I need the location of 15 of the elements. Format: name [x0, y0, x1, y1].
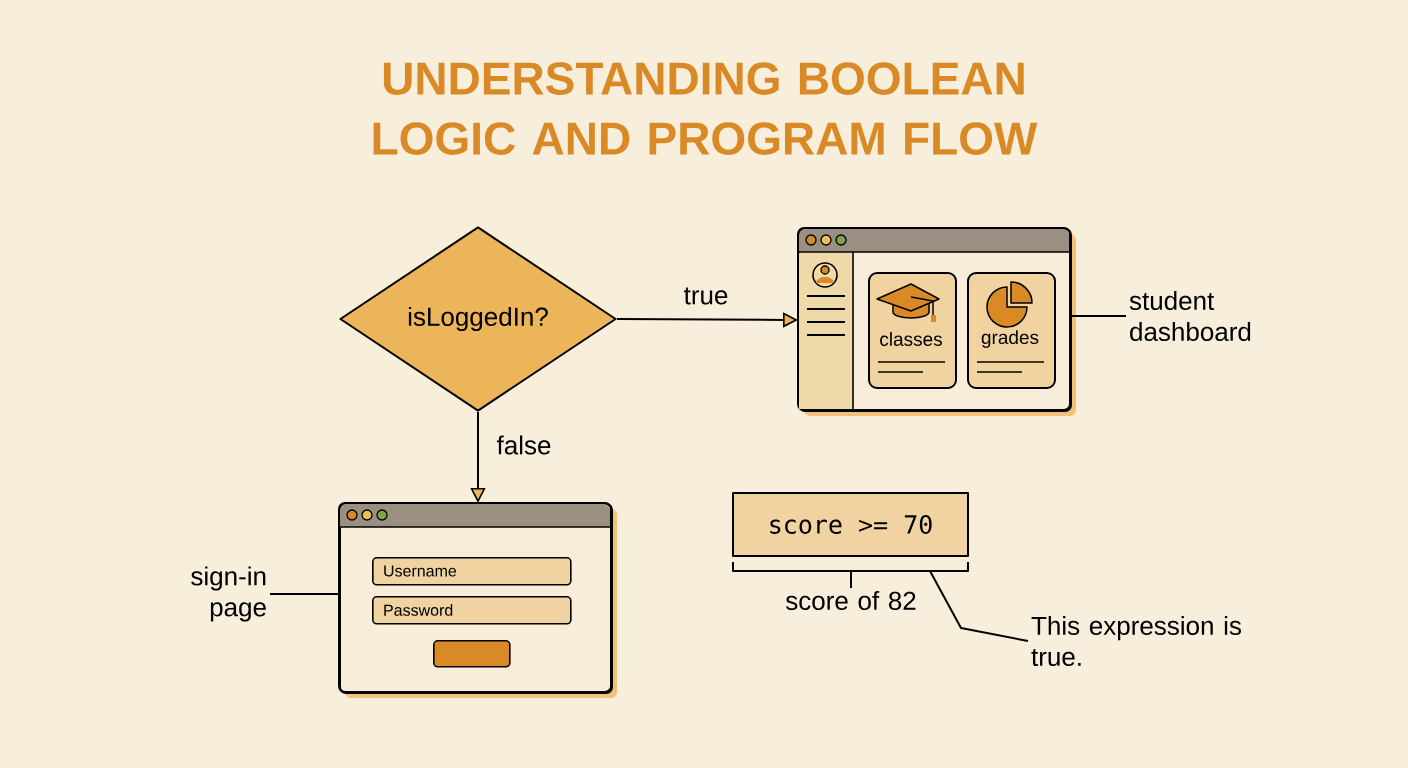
- expression-box: score >= 70: [732, 492, 969, 557]
- text-label: sign-in page: [191, 566, 266, 622]
- text-label: score of 82: [785, 591, 916, 611]
- leader-line: [929, 570, 1029, 642]
- text-label: This expression is true.: [1031, 615, 1241, 667]
- input-field: Password: [372, 596, 572, 625]
- title: UNDERSTANDING BOOLEAN LOGIC AND PROGRAM FLOW: [373, 62, 1038, 155]
- button: [433, 640, 511, 668]
- input-field: Username: [372, 557, 572, 586]
- leader-line: [1071, 315, 1127, 317]
- edge-label: false: [494, 433, 554, 457]
- edge-label: true: [681, 285, 731, 307]
- text-label: student dashboard: [1129, 290, 1251, 342]
- leader-line: [269, 593, 340, 595]
- leader-line: [850, 570, 852, 589]
